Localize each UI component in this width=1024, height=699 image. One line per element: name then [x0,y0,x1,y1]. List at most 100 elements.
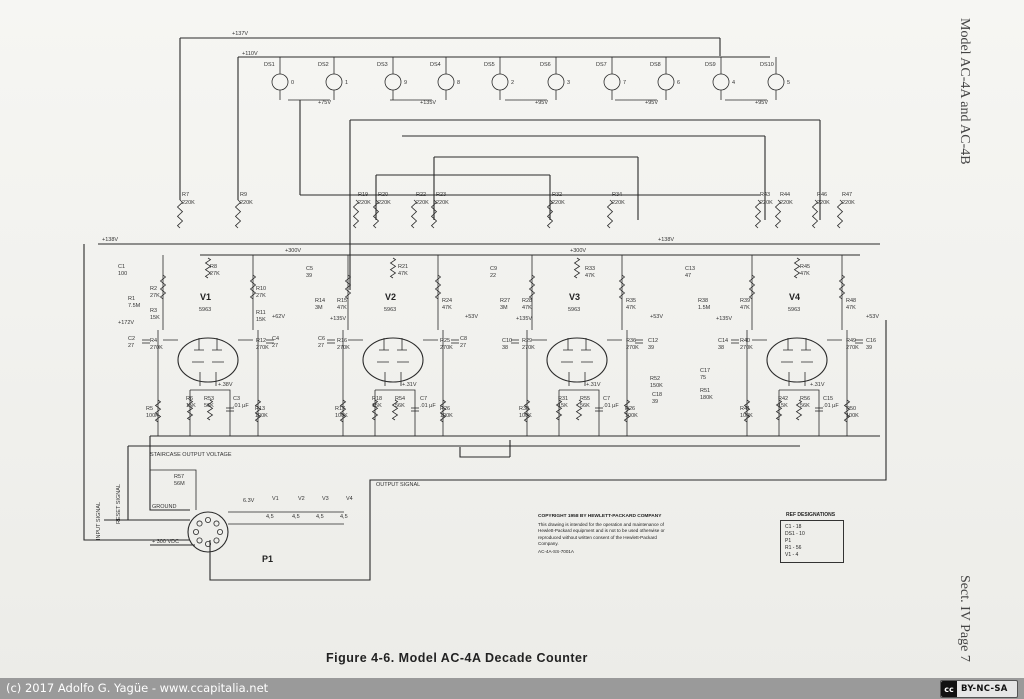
component-ref: R41 [740,406,750,412]
component-value: 270K [256,345,269,351]
plate-load-resistor [618,274,626,300]
voltage-label: +300V [570,248,586,254]
lamp-ref: DS6 [540,62,551,68]
resistor-value: 220K [378,200,391,206]
component-value: 3M [500,305,508,311]
tube-type: 5963 [568,307,580,313]
component-value: 47K [522,305,532,311]
output-signal-label: OUTPUT SIGNAL [376,482,420,488]
component-ref: C17 [700,368,710,374]
component-value: 100K [625,413,638,419]
section-page-label: Sect. IV Page 7 [957,575,972,662]
grid-resistor [254,399,262,423]
component-value: 15K [186,403,196,409]
component-value: 56K [395,403,405,409]
heater-pin-label: 4,5 [266,514,274,520]
cathode-resistor [775,399,783,421]
resistor-value: 220K [612,200,625,206]
plate-load-resistor [159,274,167,300]
plate-resistor [352,199,360,229]
cathode-resistor [186,399,194,421]
plate-load-resistor [793,257,801,279]
stage-wire [157,330,259,436]
component-ref: R36 [626,338,636,344]
component-ref: R5 [146,406,153,412]
license-badge[interactable]: cc BY-NC-SA [940,680,1018,698]
heater-tube-ref: V4 [346,496,353,502]
tube-type: 5963 [788,307,800,313]
connector-ref: P1 [262,554,273,564]
component-value: 39 [652,399,658,405]
cathode-resistor [371,399,379,421]
component-value: 15K [256,317,266,323]
resistor-value: 220K [552,200,565,206]
component-ref: C13 [685,266,695,272]
component-value: 270K [337,345,350,351]
component-value: 15K [150,315,160,321]
component-value: 47K [337,305,347,311]
component-value: .01 µF [823,403,839,409]
resistor-ref: R32 [552,192,562,198]
plate-resistor [410,199,418,229]
resistor-ref: R23 [436,192,446,198]
component-ref: R3 [150,308,157,314]
component-value: 100K [846,413,859,419]
component-value: 270K [522,345,535,351]
component-value: 100K [146,413,159,419]
tube-ref: V3 [569,292,580,302]
tube-envelope [546,337,608,383]
voltage-label: +172V [118,320,134,326]
tube-leads [787,338,807,386]
voltage-label: +.31V [586,382,601,388]
bus-137v [179,37,721,200]
component-ref: R42 [778,396,788,402]
component-ref: R26 [440,406,450,412]
indicator-lamp [767,73,785,91]
resistor-ref: R9 [240,192,247,198]
component-ref: R51 [700,388,710,394]
component-value: 75 [700,375,706,381]
license-text: BY-NC-SA [961,684,1008,694]
component-value: .01 µF [420,403,436,409]
resistor-ref: R22 [416,192,426,198]
stage-wire [162,255,254,330]
grid-resistor [339,399,347,423]
component-ref: R6 [186,396,193,402]
tube-electrodes [377,349,409,363]
coupling-capacitor [266,339,274,344]
vacuum-tube [177,337,239,386]
component-ref: R27 [500,298,510,304]
voltage-label: +53V [866,314,879,320]
lamp-digit: 9 [404,80,407,86]
heater-wire [228,511,344,525]
component-ref: R28 [522,298,532,304]
component-value: 47K [800,271,810,277]
component-ref: R55 [580,396,590,402]
lamp-digit: 3 [567,80,570,86]
figure-caption: Figure 4-6. Model AC-4A Decade Counter [326,651,588,665]
indicator-lamp [384,73,402,91]
component-value: 3M [315,305,323,311]
cathode-resistor [555,399,563,421]
voltage-label: +135V [516,316,532,322]
component-value: 39 [648,345,654,351]
voltage-label: +135V [330,316,346,322]
plate-load-resistor [838,274,846,300]
side-title: Model AC-4A and AC-4B [957,18,972,165]
component-value: 270K [740,345,753,351]
voltage-label: +138V [658,237,674,243]
component-value: 270K [150,345,163,351]
tube-envelope [177,337,239,383]
component-ref: C12 [648,338,658,344]
component-ref: R33 [585,266,595,272]
component-ref: C4 [272,336,279,342]
heater-tube-ref: V1 [272,496,279,502]
voltage-label: +135V [420,100,436,106]
connector-pin [213,520,220,527]
ref-designations-box: REF DESIGNATIONS C1 - 18 DS1 - 10 P1 R1 … [780,512,844,572]
plate-resistor [606,199,614,229]
component-ref: R17 [335,406,345,412]
grid-resistor [523,399,531,423]
connector-pin [213,537,220,544]
component-ref: R26 [625,406,635,412]
